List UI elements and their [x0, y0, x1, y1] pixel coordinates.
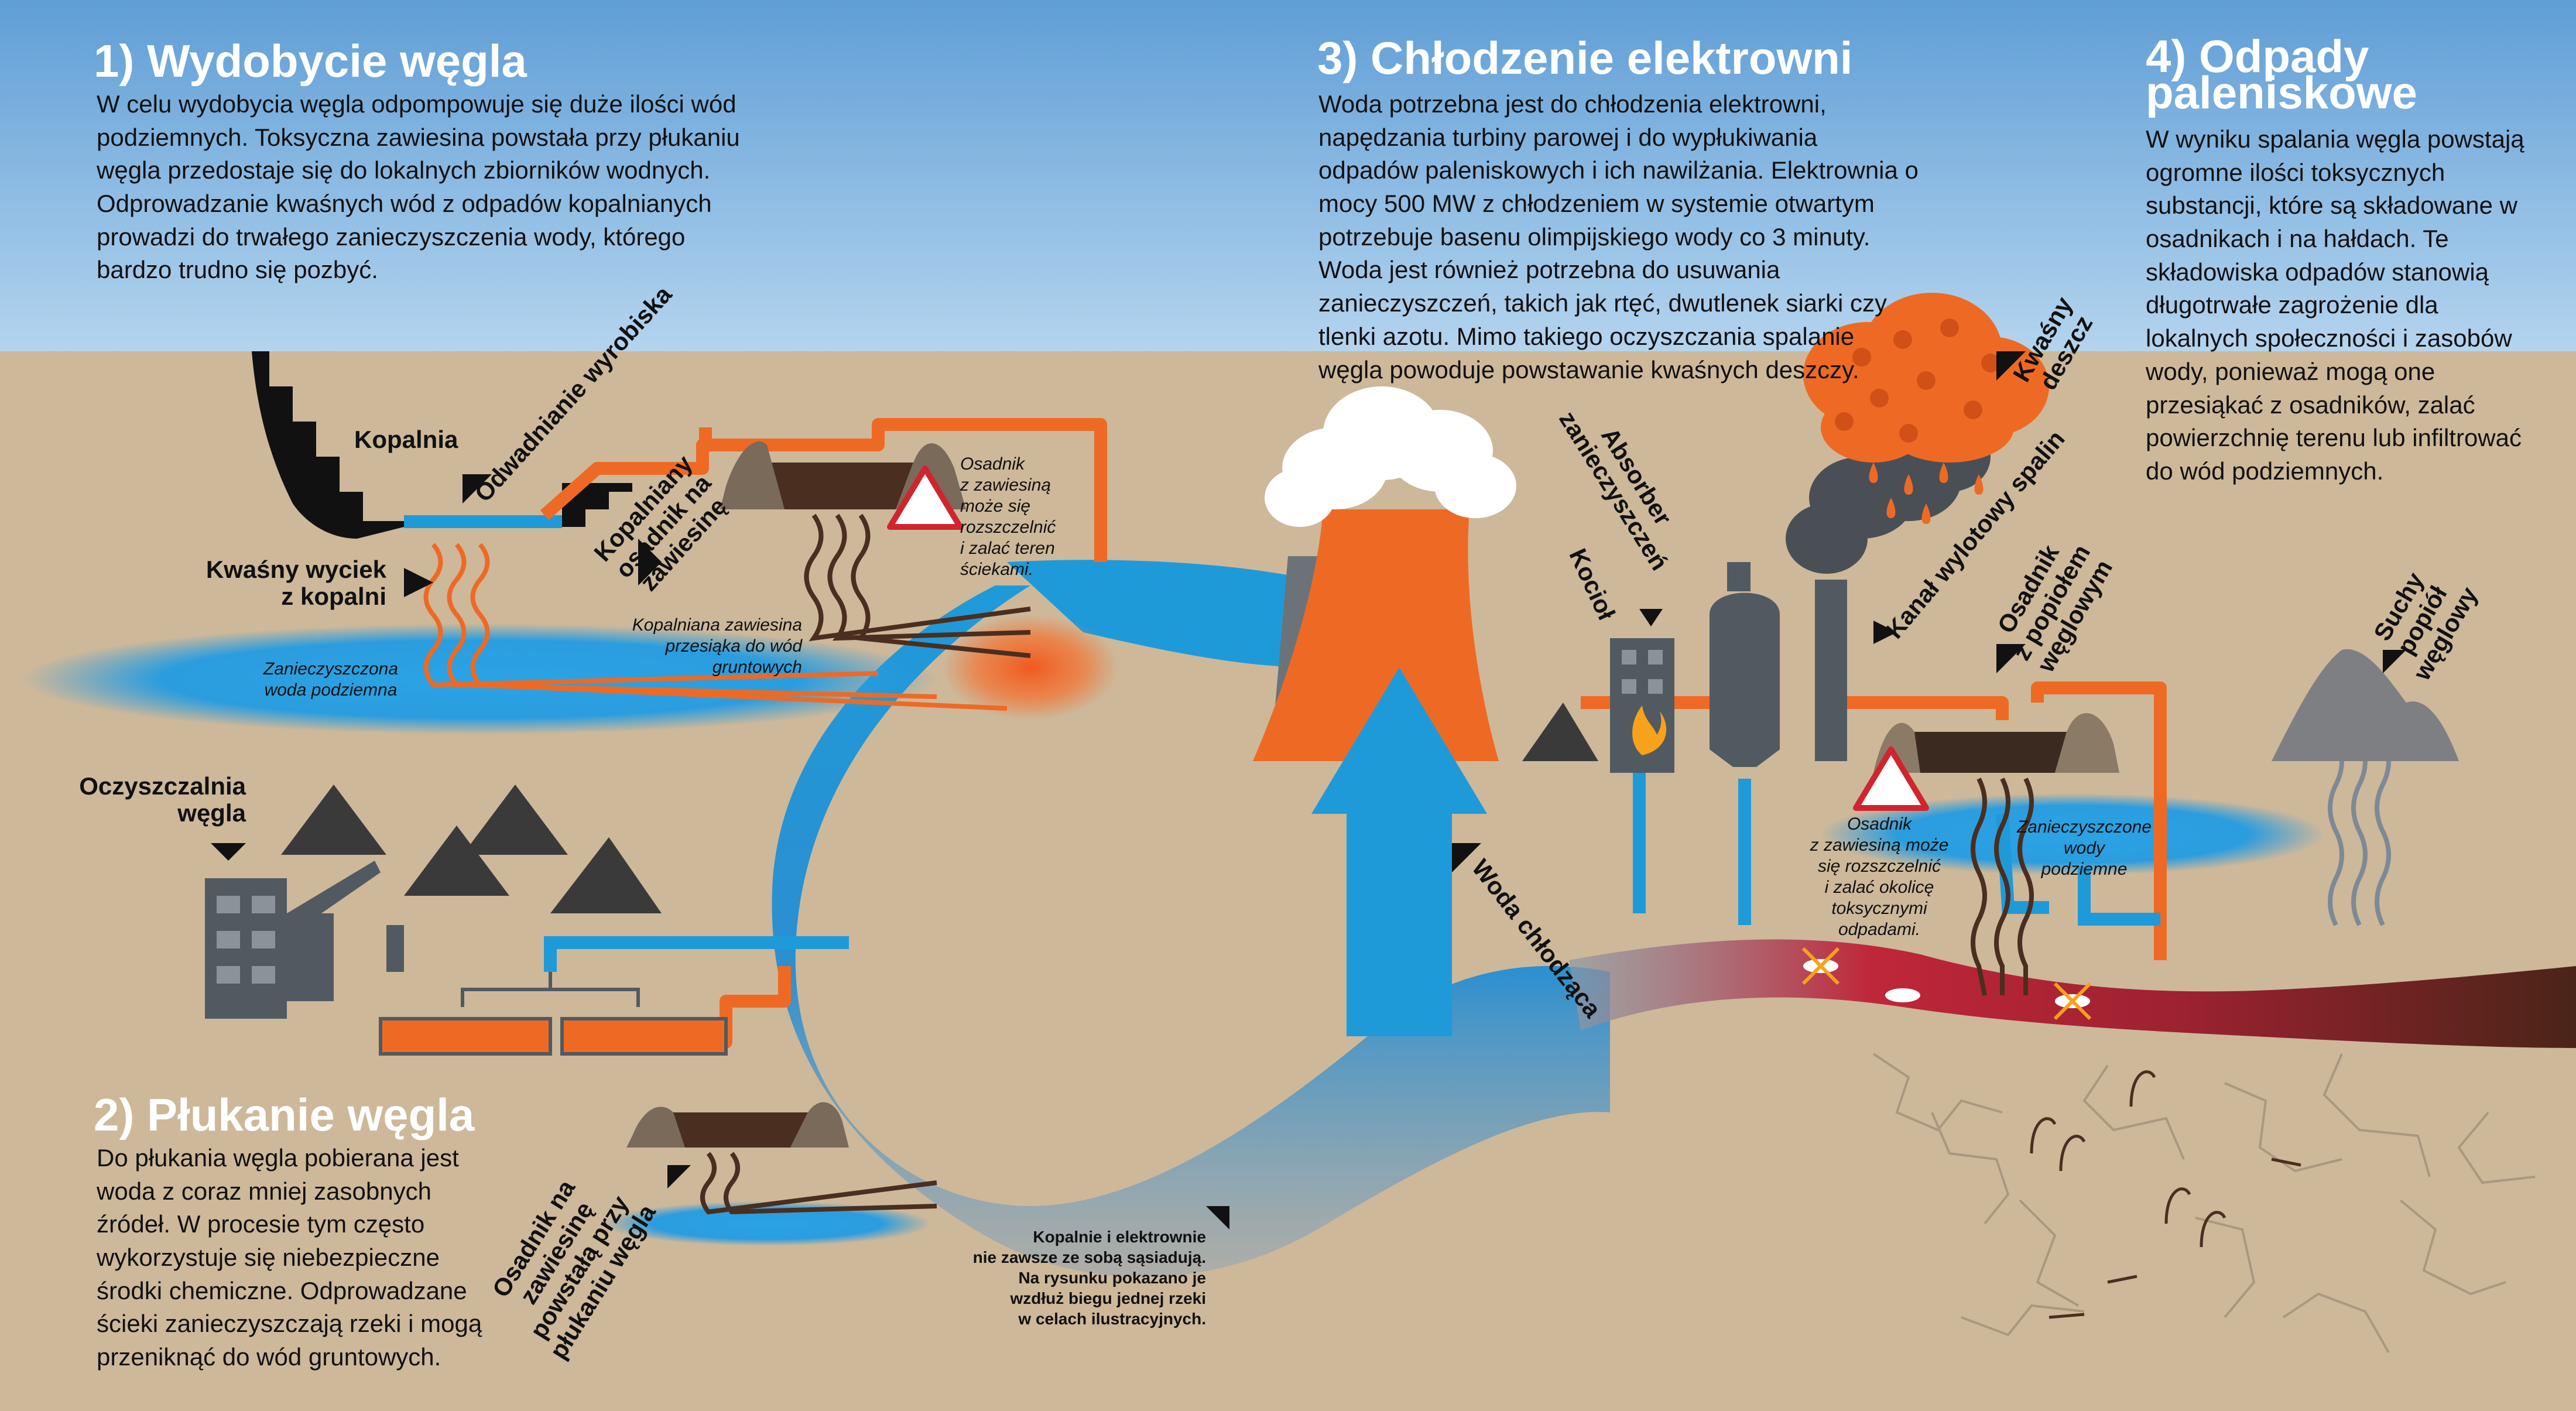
acid-rain-cloud: [1803, 293, 2049, 463]
oczyszczalnia-line-2: węgla: [177, 799, 246, 827]
groundwater-left: [23, 624, 937, 735]
washing-tank-1: [379, 1017, 552, 1056]
pointer-triangles: [211, 351, 2406, 1230]
osadnik-zaw2-line-5: toksycznymi: [1831, 899, 1927, 918]
kop-zaw-line-1: Kopalniana zawiesina: [632, 615, 802, 635]
seepage-lines: [423, 513, 2391, 1215]
absorber-top: [1727, 562, 1751, 591]
osadnik-zaw2-line-2: z zawiesiną może: [1810, 835, 1949, 855]
osadnik-zaw2-line-1: Osadnik: [1847, 814, 1912, 834]
warning-icon: [887, 465, 963, 530]
osadnik-zaw2-line-3: się rozszczelnić: [1817, 857, 1941, 876]
chimney: [1815, 580, 1847, 761]
dead-plants: [2030, 1070, 2301, 1319]
steam-cloud: [1265, 386, 1516, 527]
plume: [943, 615, 1118, 720]
dry-land-cracks: [1872, 1053, 2536, 1353]
mine-pond-bank-left: [720, 441, 785, 509]
ash-pond-bank-r: [2055, 713, 2119, 773]
note-line-2: nie zawsze ze sobą sąsiadują.: [972, 1248, 1206, 1266]
label-zanieczyszczone-wody: Zanieczyszczone wody podziemne: [2002, 817, 2166, 880]
dry-ash-pile: [2272, 649, 2459, 761]
pipe-frames: [461, 972, 640, 1007]
warn-line-1: Osadnik: [960, 454, 1025, 474]
ash-pond: [1909, 732, 2067, 773]
label-kopalnia: Kopalnia: [354, 426, 458, 453]
river: [772, 585, 1610, 1278]
osadnik-zaw2-line-4: i zalać okolicę: [1824, 878, 1934, 897]
zan-woda-line-1: Zanieczyszczona: [263, 659, 399, 679]
absorber: [1710, 593, 1780, 767]
warn-line-6: ściekami.: [960, 560, 1034, 579]
zan-wody-line-2: wody: [2063, 838, 2105, 858]
warning-icon-2: [1853, 746, 1929, 811]
section-3-title: 3) Chłodzenie elektrowni: [1317, 32, 1853, 84]
note-line-5: w celach ilustracyjnych.: [1018, 1310, 1206, 1328]
zan-wody-line-1: Zanieczyszczone: [2016, 817, 2152, 837]
acid-rain-drops: [1869, 463, 1984, 524]
mine-stairs-right: [562, 483, 632, 527]
section-2-text: Do płukania węgla pobierana jest woda z …: [97, 1144, 482, 1371]
section-4-text: W wyniku spalania węgla powstają ogromne…: [2146, 125, 2524, 485]
lake: [1007, 560, 1311, 667]
label-wyciek-2: z kopalni: [281, 583, 386, 611]
section-2-title: 2) Płukanie węgla: [94, 1089, 475, 1141]
warn-line-3: może się: [960, 496, 1031, 516]
warn-line-5: i zalać teren: [960, 539, 1055, 558]
wash-pond-bank-l: [626, 1107, 685, 1148]
mine-stairs: [252, 351, 404, 539]
cooling-water-arrow: [1311, 667, 1487, 1036]
oczyszczalnia-line-1: Oczyszczalnia: [79, 772, 246, 800]
note-line-4: wzdłuż biegu jednej rzeki: [1010, 1289, 1207, 1307]
label-osadnik-zawiesina-2: Osadnik z zawiesiną może się rozszczelni…: [1791, 814, 1967, 940]
mine-sludge-pond: [767, 463, 913, 509]
wash-sludge-pond: [667, 1112, 808, 1148]
groundwater-right: [1821, 793, 2324, 875]
label-wyciek: Kwaśny wyciek z kopalni: [193, 556, 386, 610]
note-line-3: Na rysunku pokazano je: [1018, 1269, 1206, 1287]
section-3-text: Woda potrzebna jest do chłodzenia elektr…: [1318, 90, 1919, 383]
label-wyciek-1: Kwaśny wyciek: [205, 556, 386, 583]
washing-plant-windows: [217, 896, 275, 984]
coal-piles: [281, 703, 1598, 913]
wash-pond-bank-r: [790, 1102, 849, 1148]
label-kopalniana-zawiesina: Kopalniana zawiesina przesiąka do wód gr…: [580, 615, 802, 678]
warn-line-4: rozszczelnić: [960, 518, 1056, 537]
warn-line-2: z zawiesiną: [960, 475, 1051, 495]
label-oczyszczalnia: Oczyszczalnia węgla: [64, 772, 246, 827]
note-illustrative: Kopalnie i elektrownie nie zawsze ze sob…: [913, 1227, 1206, 1329]
label-zanieczyszczona-woda: Zanieczyszczona woda podziemna: [234, 659, 427, 701]
mine-pit-water: [404, 515, 562, 528]
skull-icons: [1835, 318, 2000, 443]
section-4-title-line2: paleniskowe: [2146, 67, 2417, 119]
note-line-1: Kopalnie i elektrownie: [1033, 1228, 1206, 1246]
osadnik-zaw2-line-6: odpadami.: [1838, 920, 1921, 939]
section-4-title-line1: 4) Odpady: [2146, 30, 2369, 82]
label-osadnik-warning: Osadnik z zawiesiną może się rozszczelni…: [960, 454, 1077, 580]
section-4-title: 4) Odpady paleniskowe: [2146, 33, 2417, 115]
section-1-text: W celu wydobycia węgla odpompowuje się d…: [97, 90, 740, 284]
cooling-tower: [1253, 509, 1499, 761]
flame-icon: [1632, 706, 1667, 755]
cross-marks: [1801, 947, 2092, 1020]
zan-woda-line-2: woda podziemna: [264, 680, 398, 700]
washing-tank-2: [560, 1017, 728, 1056]
pool-washing: [603, 1201, 931, 1246]
boiler-windows: [1622, 650, 1663, 694]
section-1-title: 1) Wydobycie węgla: [94, 35, 527, 87]
kop-zaw-line-2: przesiąka do wód gruntowych: [665, 636, 802, 677]
zan-wody-line-3: podziemne: [2041, 859, 2128, 879]
sky: [0, 0, 2576, 351]
